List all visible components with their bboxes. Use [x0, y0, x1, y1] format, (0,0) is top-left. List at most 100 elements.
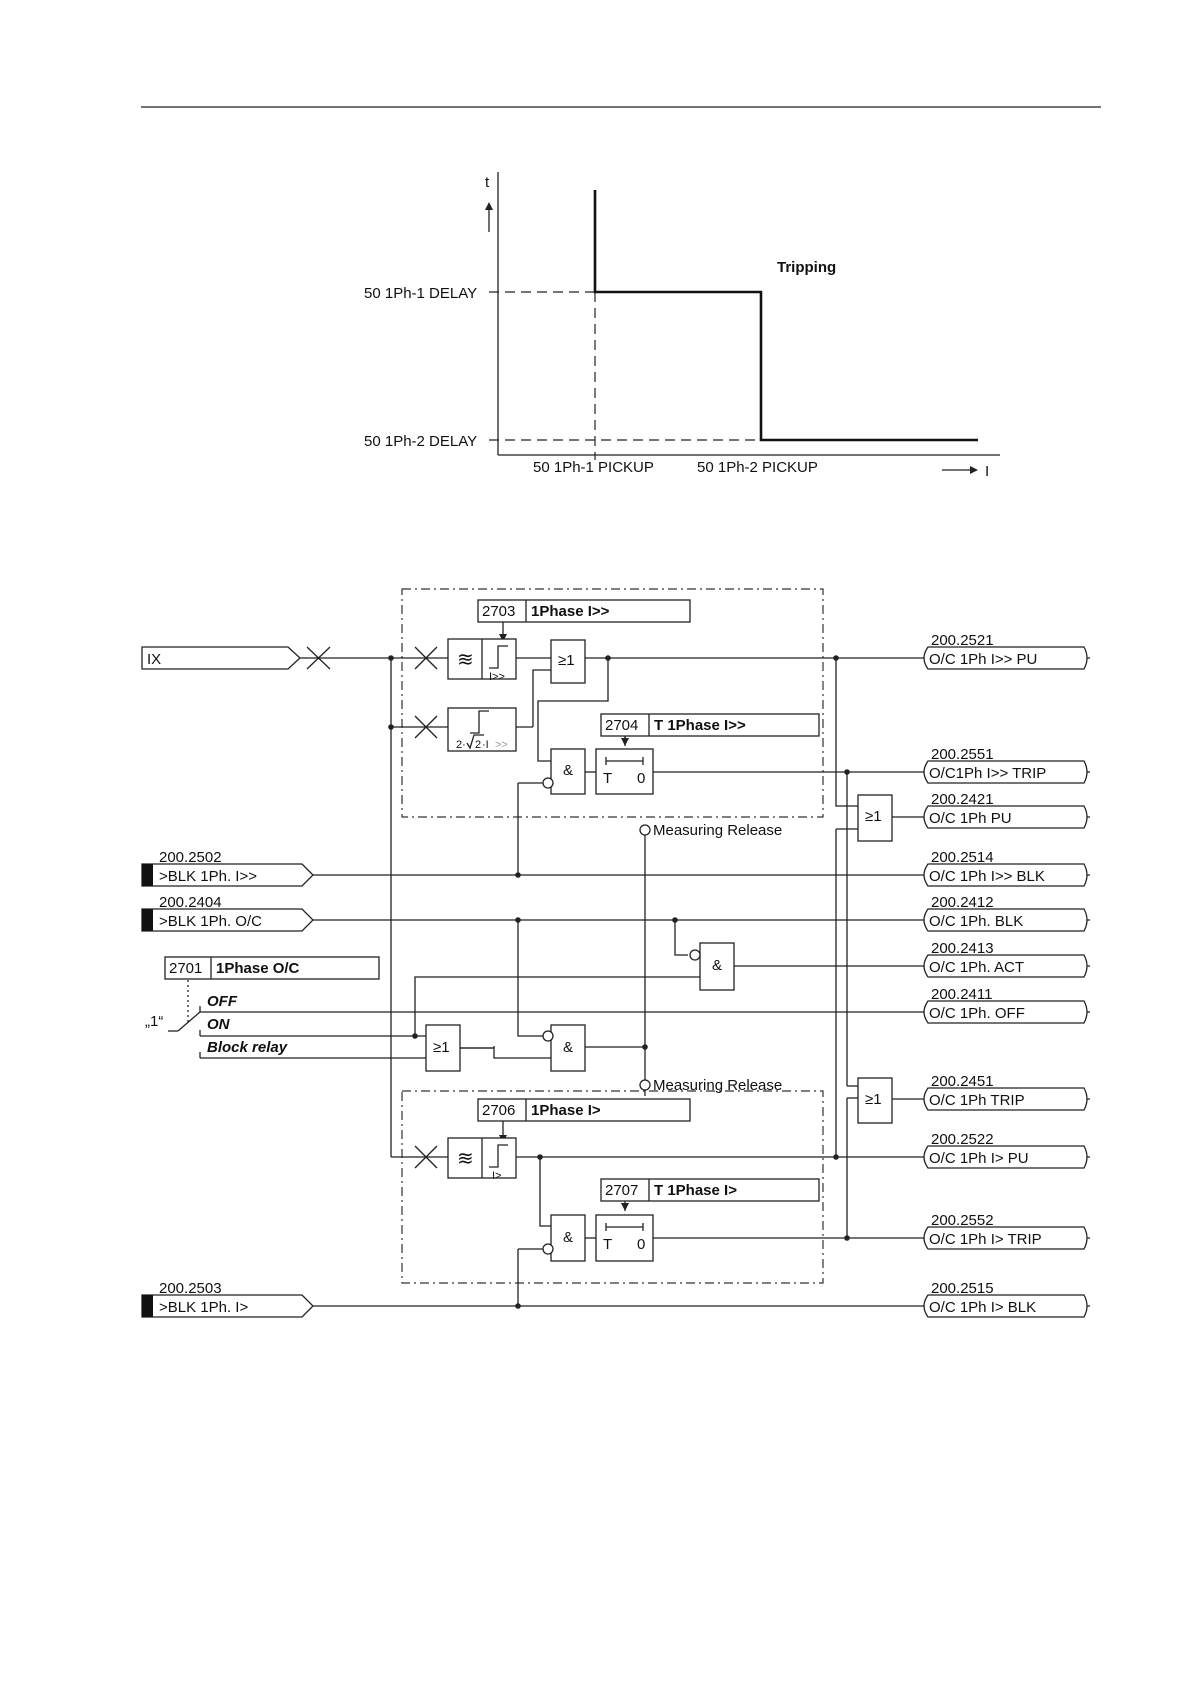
and-gate-i-low-label: & [563, 1229, 573, 1246]
timer-i-high-t: T [603, 770, 612, 787]
pickup2-label: 50 1Ph-2 PICKUP [697, 459, 818, 476]
output-label: O/C 1Ph I> PU [929, 1150, 1029, 1167]
timer-i-high: T 0 [595, 748, 654, 795]
output-signal: 200.2411 O/C 1Ph. OFF [923, 986, 1088, 1024]
timer-i-low: T 0 [595, 1214, 654, 1262]
delay2-label: 50 1Ph-2 DELAY [364, 433, 477, 450]
output-address: 200.2451 [931, 1073, 994, 1090]
frame-i-high [401, 588, 824, 818]
output-address: 200.2515 [931, 1280, 994, 1297]
param-2707: 2707 T 1Phase I> [600, 1178, 820, 1202]
threshold-2x-part-a: 2· [456, 739, 466, 751]
output-address: 200.2421 [931, 791, 994, 808]
param-2704: 2704 T 1Phase I>> [600, 713, 820, 737]
param-2703-number: 2703 [482, 603, 515, 620]
param-2703-name: 1Phase I>> [531, 603, 610, 620]
i-axis-arrowhead [970, 466, 978, 474]
filter-threshold-i-low: ≋ I> [447, 1137, 517, 1182]
and-gate-active: & [689, 942, 735, 991]
switch-lever [177, 1011, 201, 1032]
filter-threshold-i-high: ≋ I>> [447, 638, 517, 683]
threshold-icon [489, 645, 508, 669]
param-2706-name: 1Phase I> [531, 1102, 601, 1119]
i-axis-label: I [985, 463, 989, 480]
output-address: 200.2522 [931, 1131, 994, 1148]
and-gate-active-label: & [712, 957, 722, 974]
delay1-label: 50 1Ph-1 DELAY [364, 285, 477, 302]
output-label: O/C 1Ph I> TRIP [929, 1231, 1042, 1248]
input-ix-label: IX [147, 651, 161, 668]
output-label: O/C1Ph I>> TRIP [929, 765, 1046, 782]
threshold-2x-part-c: ·I [482, 739, 489, 751]
output-signal: 200.2521 O/C 1Ph I>> PU [923, 632, 1088, 670]
output-signal: 200.2514 O/C 1Ph I>> BLK [923, 849, 1088, 887]
input-blk-i-high-addr: 200.2502 [159, 849, 222, 866]
measuring-release-1: Measuring Release [639, 822, 782, 839]
and-gate-release: & [542, 1024, 586, 1072]
or-gate-pickup-label: ≥1 [865, 808, 882, 825]
input-blk-i-low-addr: 200.2503 [159, 1280, 222, 1297]
threshold-i-low-label: I> [492, 1170, 501, 1182]
output-label: O/C 1Ph PU [929, 810, 1012, 827]
t-axis-label: t [485, 174, 490, 191]
output-address: 200.2521 [931, 632, 994, 649]
timer-i-low-0: 0 [637, 1236, 645, 1253]
input-blk-oc: 200.2404 >BLK 1Ph. O/C [141, 894, 314, 932]
threshold-icon [489, 1144, 508, 1168]
output-signal: 200.2552 O/C 1Ph I> TRIP [923, 1212, 1088, 1250]
threshold-icon [470, 710, 489, 734]
output-label: O/C 1Ph. BLK [929, 913, 1023, 930]
param-2701: 2701 1Phase O/C [164, 956, 380, 980]
tripping-characteristic: t I Tripping 50 1Ph-1 DELAY 50 1Ph-2 DEL… [364, 172, 1000, 480]
output-label: O/C 1Ph TRIP [929, 1092, 1025, 1109]
output-signal: 200.2515 O/C 1Ph I> BLK [923, 1280, 1088, 1318]
param-2701-name: 1Phase O/C [216, 960, 300, 977]
output-address: 200.2413 [931, 940, 994, 957]
measuring-release-2-label: Measuring Release [653, 1077, 782, 1094]
output-signal: 200.2522 O/C 1Ph I> PU [923, 1131, 1088, 1169]
or-gate-release: ≥1 [425, 1024, 461, 1072]
output-signal: 200.2451 O/C 1Ph TRIP [923, 1073, 1088, 1111]
trip-curve [593, 190, 978, 442]
timer-i-high-0: 0 [637, 770, 645, 787]
input-blk-i-high: 200.2502 >BLK 1Ph. I>> [141, 849, 314, 887]
output-address: 200.2411 [931, 986, 992, 1003]
frame-i-low [401, 1090, 824, 1284]
param-2704-name: T 1Phase I>> [654, 717, 746, 734]
param-2703: 2703 1Phase I>> [477, 599, 691, 623]
param-2706-number: 2706 [482, 1102, 515, 1119]
junction-dots [388, 655, 850, 1309]
output-signal: 200.2412 O/C 1Ph. BLK [923, 894, 1088, 932]
output-label: O/C 1Ph I>> BLK [929, 868, 1045, 885]
param-2707-name: T 1Phase I> [654, 1182, 737, 1199]
input-blk-oc-addr: 200.2404 [159, 894, 222, 911]
switch-off-label: OFF [207, 993, 238, 1010]
filter-icon: ≋ [457, 1148, 474, 1170]
or-gate-trip: ≥1 [857, 1077, 893, 1124]
mode-switch: „1“ OFF ON Block relay [145, 993, 288, 1056]
output-signal: 200.2421 O/C 1Ph PU [923, 791, 1088, 829]
and-gate-release-label: & [563, 1039, 573, 1056]
output-signal: 200.2551 O/C1Ph I>> TRIP [923, 746, 1088, 784]
input-blk-oc-label: >BLK 1Ph. O/C [159, 913, 262, 930]
and-gate-i-high-label: & [563, 762, 573, 779]
output-address: 200.2514 [931, 849, 994, 866]
output-label: O/C 1Ph. ACT [929, 959, 1024, 976]
output-address: 200.2551 [931, 746, 994, 763]
or-gate-pickup: ≥1 [857, 794, 893, 842]
input-ix: IX [141, 646, 301, 670]
output-label: O/C 1Ph I>> PU [929, 651, 1037, 668]
input-blk-i-low-label: >BLK 1Ph. I> [159, 1299, 248, 1316]
tripping-label: Tripping [777, 259, 836, 276]
filter-icon: ≋ [457, 649, 474, 671]
and-gate-i-low: & [542, 1214, 586, 1262]
output-address: 200.2412 [931, 894, 994, 911]
threshold-i-high-label: I>> [489, 671, 505, 683]
output-label: O/C 1Ph. OFF [929, 1005, 1025, 1022]
switch-constant-one: „1“ [145, 1013, 163, 1030]
switch-on-label: ON [207, 1016, 231, 1033]
t-axis-arrowhead [485, 202, 493, 210]
logic-diagram: IX 200.2502 >BLK 1Ph. I>> 200.2404 >BLK … [141, 588, 1090, 1318]
or-gate-i-high-label: ≥1 [558, 652, 575, 669]
